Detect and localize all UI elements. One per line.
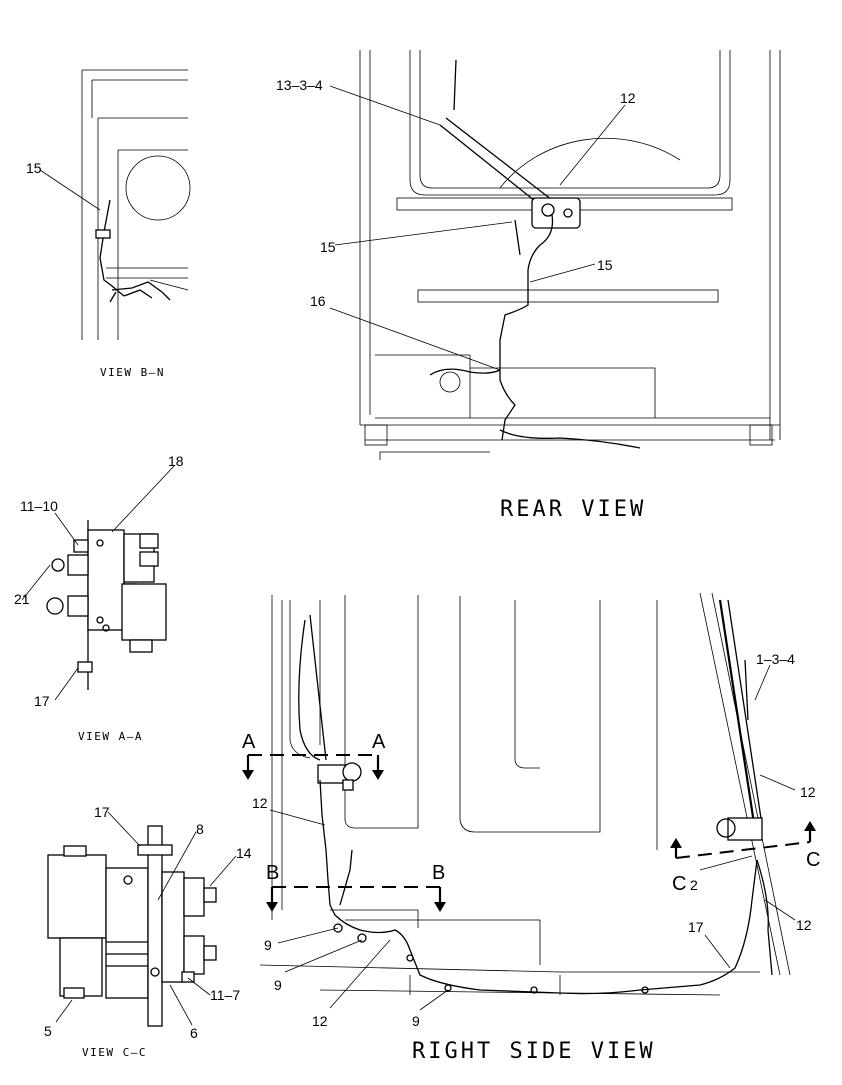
view-aa-caption: VIEW A–A: [78, 730, 143, 743]
view-bn-caption: VIEW B–N: [100, 366, 165, 379]
callout-cc-8: 8: [196, 821, 204, 837]
rear-view-drawing: [329, 50, 781, 460]
right-side-view-drawing: [242, 592, 816, 1011]
callout-aa-21: 21: [14, 591, 30, 607]
section-mark-c-right: C: [806, 849, 820, 871]
callout-cc-14: 14: [236, 845, 252, 861]
callout-aa-11-10: 11–10: [20, 498, 58, 514]
callout-rs-12-lower-right: 12: [796, 917, 812, 933]
view-cc-drawing: [47, 811, 237, 1027]
callout-rs-12-right: 12: [800, 784, 816, 800]
section-mark-c-left: C: [672, 873, 686, 895]
callout-cc-6: 6: [190, 1025, 198, 1041]
view-aa-drawing: [21, 464, 176, 701]
callout-cc-11-7: 11–7: [210, 987, 240, 1003]
callout-rs-2: 2: [690, 877, 698, 893]
section-mark-b-right: B: [432, 862, 445, 884]
callout-rear-13-3-4: 13–3–4: [276, 77, 323, 93]
callout-rs-9-a: 9: [264, 937, 272, 953]
callout-rs-9-b: 9: [274, 977, 282, 993]
callout-rs-17: 17: [688, 919, 704, 935]
callout-rear-15-right: 15: [597, 257, 613, 273]
callout-aa-17: 17: [34, 693, 50, 709]
callout-rs-12-top-left: 12: [252, 795, 268, 811]
callout-rs-1-3-4: 1–3–4: [756, 651, 795, 667]
callout-rear-16: 16: [310, 293, 326, 309]
view-cc-caption: VIEW C–C: [82, 1046, 147, 1059]
rear-view-caption: REAR VIEW: [500, 497, 646, 522]
view-bn-drawing: [39, 69, 191, 340]
callout-rs-12-bottom: 12: [312, 1013, 328, 1029]
section-mark-a-left: A: [242, 731, 256, 753]
callout-cc-5: 5: [44, 1023, 52, 1039]
callout-bn-15: 15: [26, 160, 42, 176]
callout-rear-15-left: 15: [320, 239, 336, 255]
section-mark-b-left: B: [266, 862, 279, 884]
callout-rear-12: 12: [620, 90, 636, 106]
callout-aa-18: 18: [168, 453, 184, 469]
callout-cc-17: 17: [94, 804, 110, 820]
right-side-view-caption: RIGHT SIDE VIEW: [412, 1039, 656, 1064]
callout-rs-9-c: 9: [412, 1013, 420, 1029]
section-mark-a-right: A: [372, 731, 386, 753]
